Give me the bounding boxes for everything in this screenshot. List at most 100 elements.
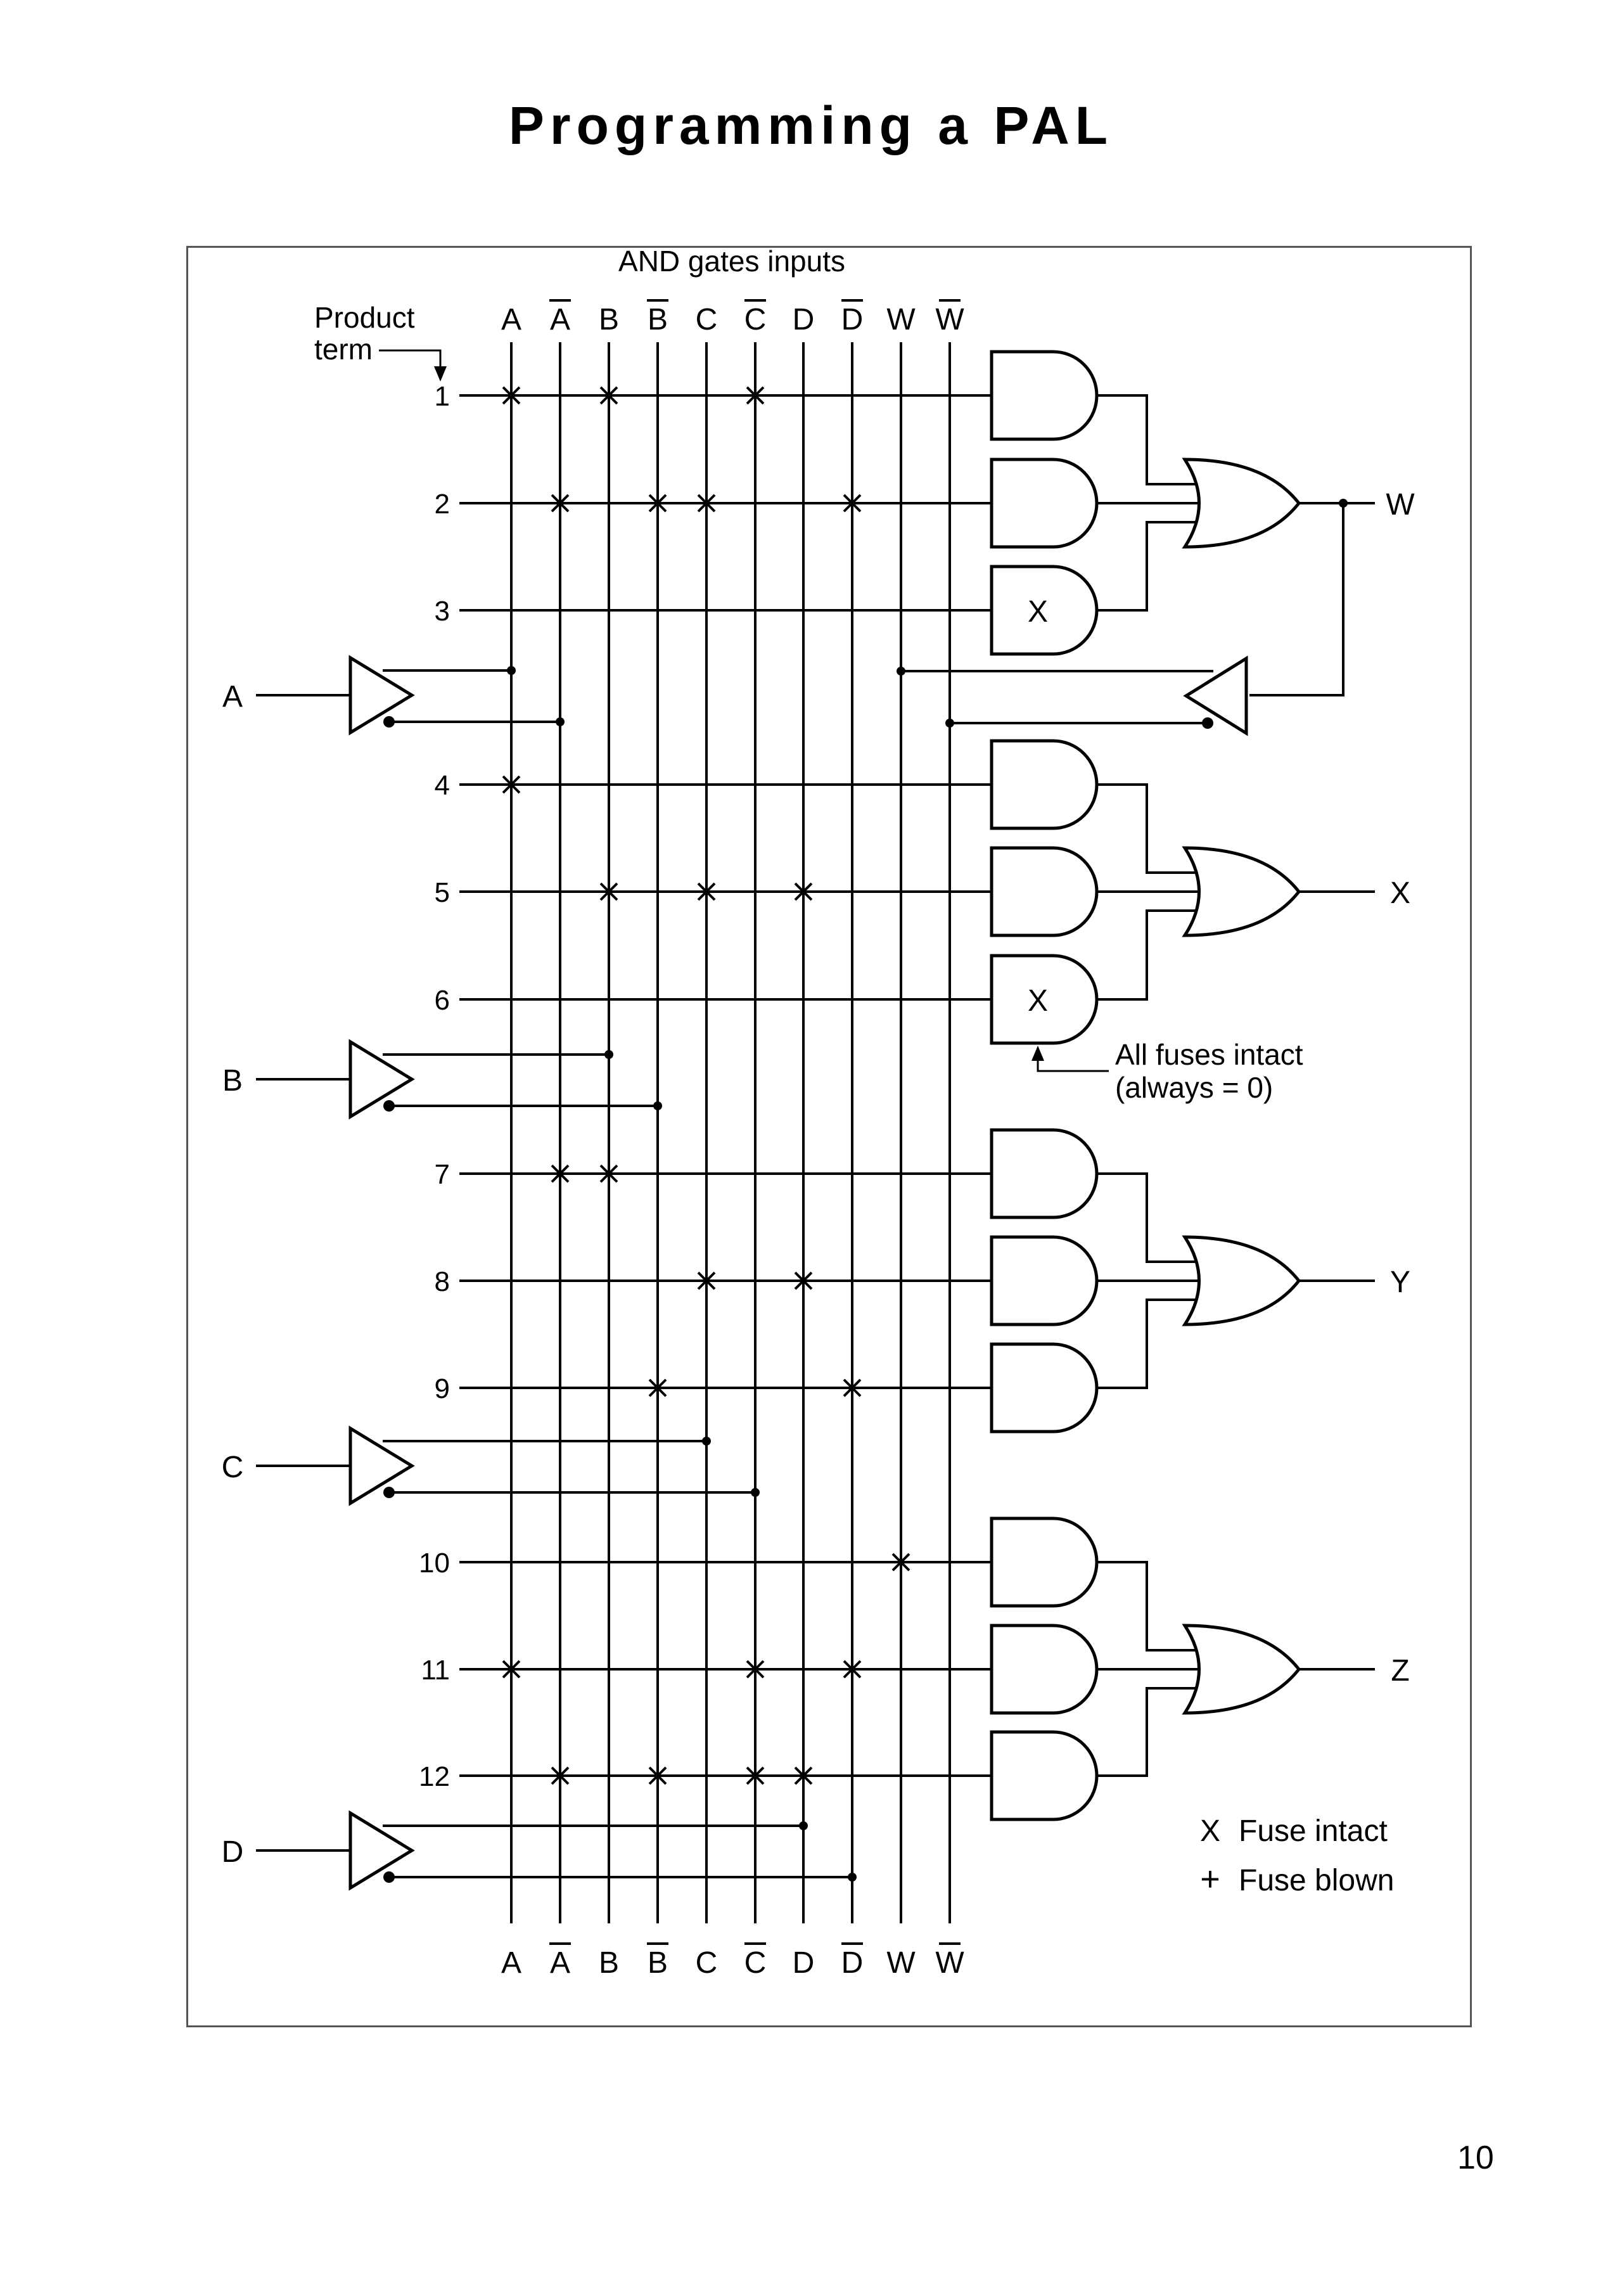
annotation-arrow: [1037, 1059, 1109, 1072]
column-label-top: B: [648, 303, 668, 337]
and-to-or-wire: [1097, 1172, 1196, 1263]
input-label-b: B: [222, 1064, 243, 1098]
column-label-top: C: [696, 303, 718, 337]
product-term-number: 7: [435, 1159, 450, 1190]
column-label-bottom: C: [744, 1946, 767, 1980]
fuse-intact-mark: [843, 1660, 862, 1679]
and-gate: [990, 1730, 1099, 1821]
column-label-bottom: D: [841, 1946, 864, 1980]
junction-dot: [751, 1488, 760, 1497]
junction-dot: [653, 1101, 662, 1110]
page-number: 10: [1457, 2139, 1494, 2176]
product-term-label: Product: [314, 301, 415, 334]
input-buffer: [348, 655, 415, 736]
legend-fuse-blown-symbol: +: [1200, 1860, 1220, 1898]
product-term-number: 9: [435, 1373, 450, 1404]
fuse-intact-mark: [746, 1766, 765, 1785]
junction-dot: [945, 719, 954, 728]
fuse-intact-mark: [746, 386, 765, 405]
junction-dot: [799, 1821, 808, 1830]
fuse-intact-mark: [697, 494, 716, 513]
input-label-d: D: [222, 1835, 244, 1869]
column-label-bottom: A: [501, 1946, 521, 1980]
annotation-always-zero: (always = 0): [1115, 1071, 1273, 1104]
junction-dot: [848, 1873, 857, 1882]
column-label-bottom: B: [599, 1946, 619, 1980]
legend-fuse-intact-symbol: X: [1200, 1814, 1220, 1848]
and-gate: [990, 458, 1099, 549]
and-gate: [990, 1624, 1099, 1715]
fuse-intact-mark: [551, 1164, 570, 1183]
product-term-number: 12: [419, 1761, 450, 1792]
product-term-arrow-head: [434, 366, 447, 382]
product-term-number: 1: [435, 381, 450, 412]
and-gate: [990, 1128, 1099, 1219]
fuse-intact-mark: [551, 494, 570, 513]
input-buffer: [348, 1039, 415, 1120]
product-term-number: 5: [435, 877, 450, 908]
feedback-wire: [1249, 503, 1344, 696]
junction-dot: [897, 667, 905, 676]
feedback-buffer: [1183, 655, 1248, 736]
input-buffer: [348, 1810, 415, 1891]
fuse-intact-mark: [697, 1271, 716, 1290]
output-label-w: W: [1386, 488, 1415, 522]
fuse-intact-mark: [599, 386, 618, 405]
and-gate-all-fuses-mark: X: [1028, 595, 1048, 629]
and-gates-inputs-label: AND gates inputs: [618, 245, 845, 278]
and-to-or-wire: [1097, 909, 1196, 1001]
fuse-intact-mark: [794, 1766, 813, 1785]
product-term-number: 3: [435, 596, 450, 627]
and-gate-all-fuses-mark: X: [1028, 984, 1048, 1018]
fuse-intact-mark: [502, 386, 521, 405]
and-gate: [990, 1235, 1099, 1326]
and-to-or-wire: [1097, 1299, 1196, 1389]
or-gate: [1182, 846, 1301, 937]
and-to-or-wire: [1097, 783, 1196, 874]
fuse-intact-mark: [891, 1553, 910, 1572]
fuse-intact-mark: [648, 1378, 667, 1397]
fuse-intact-mark: [502, 1660, 521, 1679]
output-label-y: Y: [1390, 1266, 1410, 1299]
product-term-number: 6: [435, 985, 450, 1016]
and-to-or-wire: [1097, 1687, 1196, 1777]
column-label-top: C: [744, 303, 767, 337]
fuse-intact-mark: [648, 1766, 667, 1785]
fuse-intact-mark: [843, 1378, 862, 1397]
annotation-all-fuses-intact: All fuses intact: [1115, 1038, 1303, 1071]
column-label-bottom: D: [793, 1946, 815, 1980]
fuse-intact-mark: [599, 882, 618, 901]
junction-dot: [556, 717, 565, 726]
column-label-bottom: W: [935, 1946, 964, 1980]
input-buffer: [348, 1425, 415, 1506]
column-label-top: D: [841, 303, 864, 337]
and-to-or-wire: [1097, 521, 1196, 612]
column-label-top: A: [550, 303, 570, 337]
junction-dot: [702, 1437, 711, 1446]
column-label-top: W: [886, 303, 916, 337]
column-label-top: D: [793, 303, 815, 337]
product-term-number: 2: [435, 489, 450, 520]
fuse-intact-mark: [794, 1271, 813, 1290]
input-label-c: C: [222, 1451, 244, 1484]
and-gate: [990, 954, 1099, 1045]
product-term-arrow: [379, 349, 442, 378]
fuse-intact-mark: [648, 494, 667, 513]
input-label-a: A: [222, 680, 243, 714]
and-gate: [990, 565, 1099, 656]
annotation-arrow-head: [1031, 1046, 1044, 1061]
junction-dot: [507, 666, 516, 675]
product-term-number: 10: [419, 1548, 450, 1579]
or-gate: [1182, 1624, 1301, 1715]
fuse-intact-mark: [746, 1660, 765, 1679]
or-gate: [1182, 458, 1301, 549]
fuse-intact-mark: [599, 1164, 618, 1183]
product-term-number: 11: [421, 1655, 450, 1686]
product-term-number: 4: [435, 770, 450, 801]
column-label-bottom: W: [886, 1946, 916, 1980]
output-label-z: Z: [1391, 1654, 1409, 1688]
fuse-intact-mark: [794, 882, 813, 901]
column-label-top: A: [501, 303, 521, 337]
fuse-intact-mark: [843, 494, 862, 513]
column-label-top: W: [935, 303, 964, 337]
